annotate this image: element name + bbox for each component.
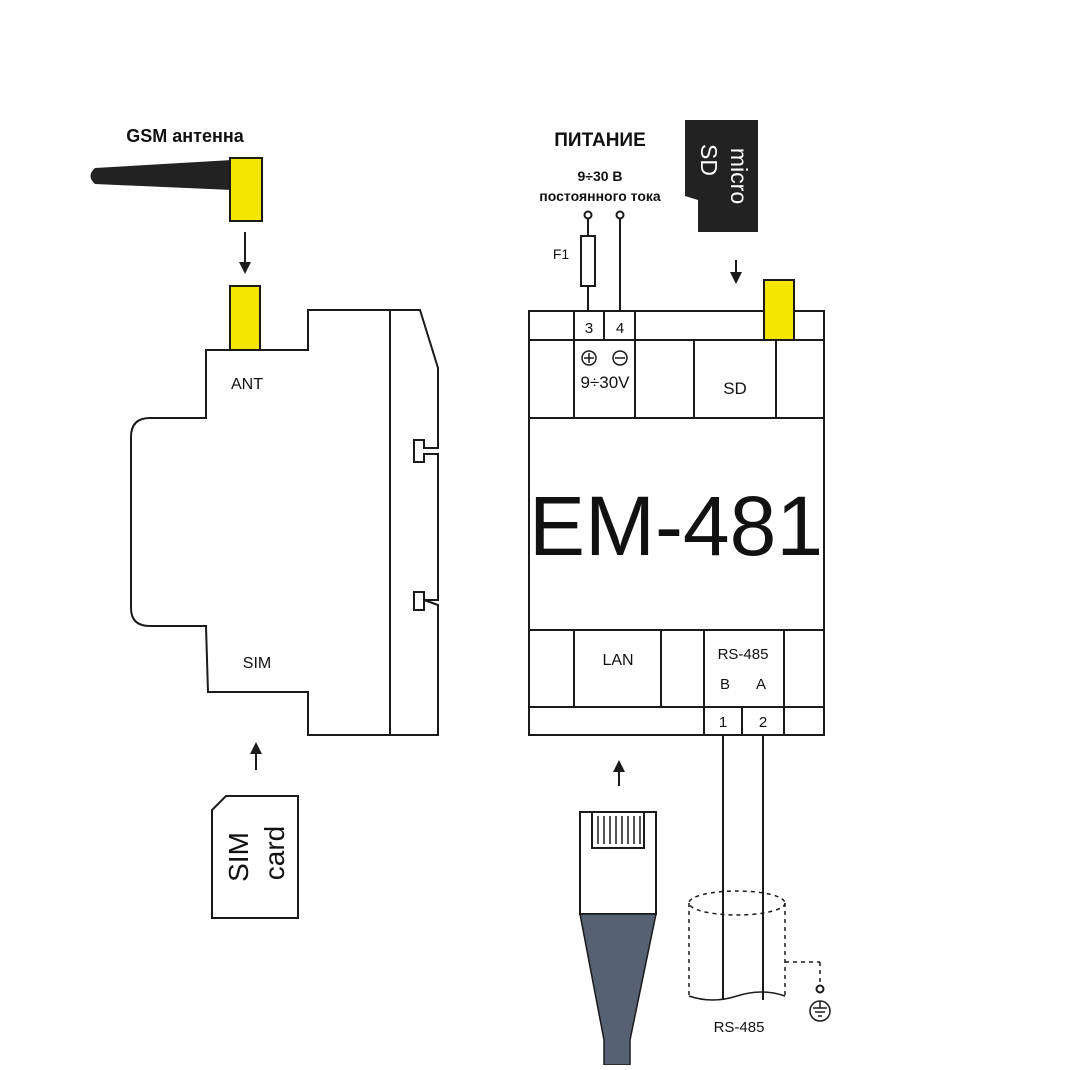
side-antenna-connector-icon [229, 285, 261, 351]
antenna-connector-icon [229, 157, 263, 222]
rj45-connector [579, 760, 657, 1066]
pin-b-label: B [720, 676, 730, 693]
fuse-icon [580, 235, 596, 287]
gsm-antenna-label: GSM антенна [126, 126, 244, 146]
sim-card-text-sim: SIM [223, 832, 254, 882]
gsm-antenna: GSM антенна [90, 126, 263, 274]
power-dc-label: постоянного тока [539, 188, 661, 204]
power-voltage: 9÷30 В [577, 168, 622, 184]
antenna-whip-icon [90, 160, 232, 190]
arrow-down-icon [730, 272, 742, 284]
micro-sd-card: micro SD [685, 120, 758, 284]
device-side-view: ANT SIM [130, 285, 439, 736]
sd-slot-label: SD [723, 379, 747, 398]
arrow-up-icon [613, 760, 625, 772]
supply-range-label: 9÷30V [580, 373, 630, 392]
ant-label: ANT [231, 376, 263, 393]
rs485-port-label: RS-485 [718, 646, 769, 663]
fuse-label: F1 [553, 246, 570, 262]
terminal-4-label: 4 [616, 320, 624, 337]
sim-label: SIM [243, 655, 271, 672]
model-name: EM-481 [529, 479, 823, 573]
rj45-boot-icon [579, 913, 657, 1066]
micro-sd-text-micro: micro [726, 148, 752, 204]
minus-icon [612, 350, 628, 366]
sim-card: SIM card [211, 742, 299, 919]
sd-slot-connector-icon [763, 279, 795, 341]
arrow-down-icon [239, 262, 251, 274]
rs485-cable: RS-485 [688, 735, 831, 1036]
terminal-3-label: 3 [585, 320, 593, 337]
pin-a-label: A [756, 676, 766, 693]
power-title: ПИТАНИЕ [554, 130, 646, 151]
device-front-view: 3 4 9÷30V SD EM-481 LAN RS-485 B A 1 2 [528, 279, 825, 736]
ground-icon [809, 1000, 831, 1022]
terminal-2-label: 2 [759, 714, 767, 731]
plus-icon [581, 350, 597, 366]
lan-label: LAN [602, 652, 633, 669]
terminal-1-label: 1 [719, 714, 727, 731]
micro-sd-text-sd: SD [696, 144, 722, 176]
power-section: ПИТАНИЕ 9÷30 В постоянного тока F1 [539, 130, 661, 312]
sim-card-text-card: card [259, 826, 290, 880]
arrow-up-icon [250, 742, 262, 754]
rs485-cable-label: RS-485 [714, 1019, 765, 1036]
